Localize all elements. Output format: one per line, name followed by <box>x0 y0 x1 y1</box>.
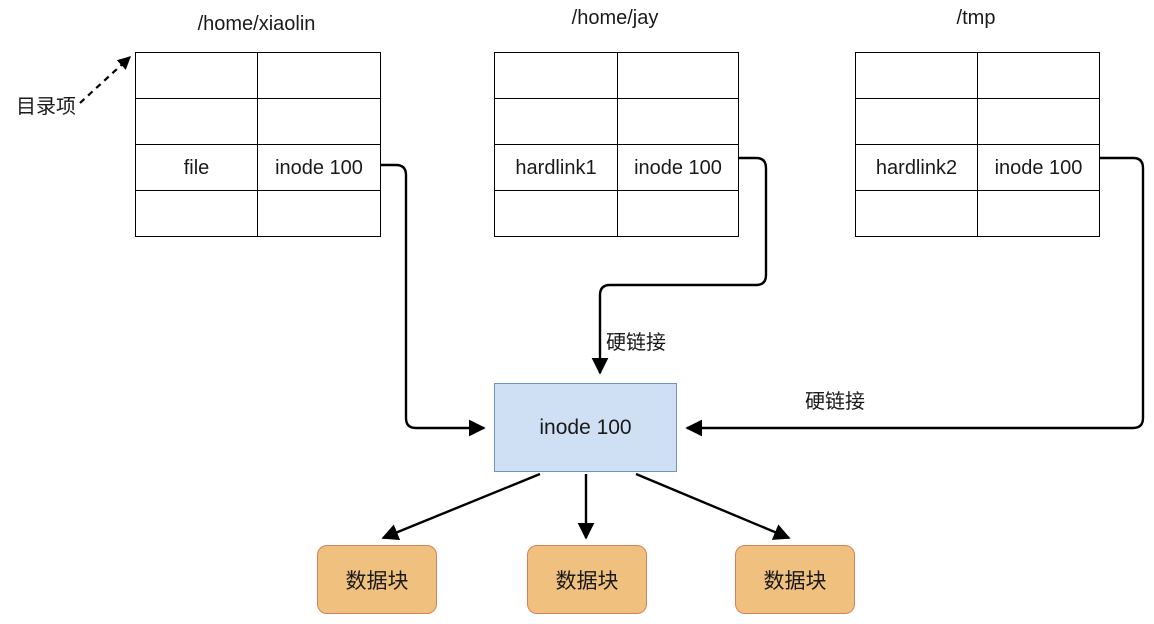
edge-inode-to-datablock-0 <box>381 472 541 541</box>
dirent-inode-cell[interactable] <box>617 52 739 99</box>
dirent-inode-cell[interactable] <box>617 98 739 145</box>
table-row[interactable] <box>494 190 739 237</box>
dir-title-xiaolin: /home/xiaolin <box>197 13 316 35</box>
dirent-inode-cell-hardlink2[interactable]: inode 100 <box>977 144 1100 191</box>
inode-node-label: inode 100 <box>539 415 632 439</box>
table-row-highlighted[interactable]: hardlink1 inode 100 <box>494 144 739 191</box>
data-block-node[interactable]: 数据块 <box>735 545 855 614</box>
dirent-name-cell[interactable] <box>135 52 258 99</box>
table-row[interactable] <box>135 190 381 237</box>
data-block-label: 数据块 <box>555 569 619 593</box>
edge-dirent-pointer <box>79 56 131 104</box>
table-row[interactable] <box>855 98 1100 145</box>
dirent-name-cell[interactable] <box>135 98 258 145</box>
inode-node[interactable]: inode 100 <box>494 383 677 472</box>
table-row[interactable] <box>855 190 1100 237</box>
directory-table-xiaolin: file inode 100 <box>135 52 381 237</box>
table-row[interactable] <box>494 98 739 145</box>
table-row[interactable] <box>494 52 739 99</box>
dirent-name-cell[interactable] <box>135 190 258 237</box>
table-row[interactable] <box>135 98 381 145</box>
dirent-inode-cell-hardlink1[interactable]: inode 100 <box>617 144 739 191</box>
data-block-label: 数据块 <box>345 569 409 593</box>
directory-table-jay: hardlink1 inode 100 <box>494 52 739 237</box>
dirent-inode-cell[interactable] <box>977 98 1100 145</box>
dirent-inode-cell[interactable] <box>257 190 381 237</box>
dirent-name-cell[interactable] <box>855 52 978 99</box>
table-row[interactable] <box>135 52 381 99</box>
dir-title-jay: /home/jay <box>571 7 659 29</box>
dirent-name-cell-hardlink1[interactable]: hardlink1 <box>494 144 618 191</box>
dir-title-tmp: /tmp <box>956 7 996 29</box>
dirent-name-cell[interactable] <box>494 190 618 237</box>
table-row-highlighted[interactable]: hardlink2 inode 100 <box>855 144 1100 191</box>
dirent-name-cell-file[interactable]: file <box>135 144 258 191</box>
hardlink-label-right: 硬链接 <box>805 391 865 413</box>
edge-xiaolin-to-inode <box>379 163 486 437</box>
edge-inode-to-datablock-2 <box>635 472 791 540</box>
table-row[interactable] <box>855 52 1100 99</box>
dirent-name-cell[interactable] <box>855 98 978 145</box>
dirent-name-cell[interactable] <box>855 190 978 237</box>
dirent-inode-cell[interactable] <box>257 52 381 99</box>
dirent-name-cell[interactable] <box>494 52 618 99</box>
table-row-highlighted[interactable]: file inode 100 <box>135 144 381 191</box>
dirent-inode-cell[interactable] <box>257 98 381 145</box>
dirent-inode-cell[interactable] <box>977 190 1100 237</box>
data-block-label: 数据块 <box>763 569 827 593</box>
dirent-name-cell-hardlink2[interactable]: hardlink2 <box>855 144 978 191</box>
dirent-inode-cell[interactable] <box>617 190 739 237</box>
directory-table-tmp: hardlink2 inode 100 <box>855 52 1100 237</box>
data-block-node[interactable]: 数据块 <box>317 545 437 614</box>
dirent-inode-cell[interactable] <box>977 52 1100 99</box>
dirent-name-cell[interactable] <box>494 98 618 145</box>
dirent-inode-cell-file[interactable]: inode 100 <box>257 144 381 191</box>
dirent-annotation-label: 目录项 <box>16 96 76 118</box>
data-block-node[interactable]: 数据块 <box>527 545 647 614</box>
hardlink-label-top: 硬链接 <box>606 332 666 354</box>
